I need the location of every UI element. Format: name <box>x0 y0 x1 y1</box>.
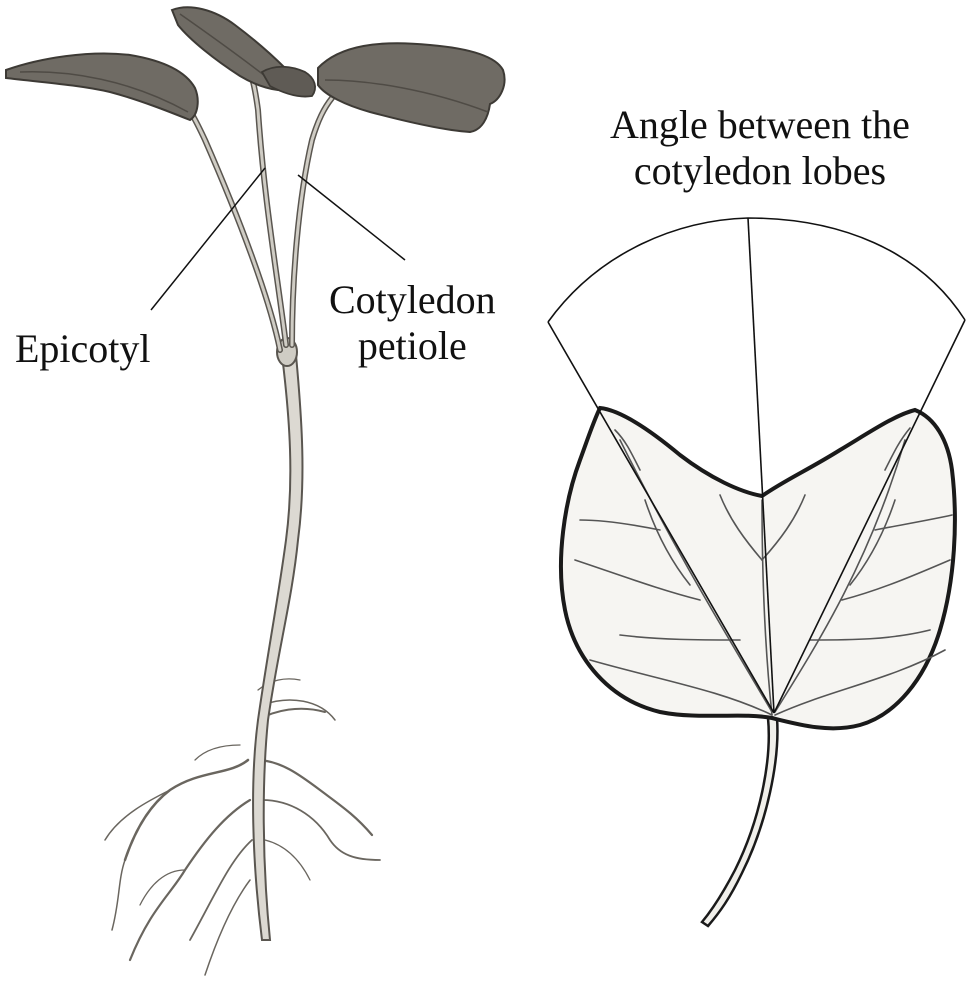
seedling-leaf-right <box>317 42 506 134</box>
angle-caption-line1: Angle between the <box>610 102 910 147</box>
root-system <box>104 678 381 976</box>
angle-ray-left <box>547 321 775 714</box>
seedling-drawing <box>5 6 506 976</box>
cotyledon-petiole <box>700 716 779 928</box>
epicotyl-leader <box>150 167 266 311</box>
cotyledon-blade <box>559 405 957 731</box>
angle-caption-line2: cotyledon lobes <box>633 148 887 193</box>
angle-bisector <box>747 217 775 714</box>
seedling-leaf-small <box>260 65 316 98</box>
epicotyl-label: Epicotyl <box>15 326 151 371</box>
hypocotyl-stem <box>252 354 304 941</box>
petiole-leader <box>297 174 406 261</box>
angle-lines <box>547 217 966 714</box>
cotyledon-petiole-label-line2: petiole <box>357 323 467 368</box>
cotyledon-drawing <box>547 217 966 928</box>
cotyledon-petiole-label: Cotyledon petiole <box>329 277 496 369</box>
stalks <box>185 75 335 353</box>
leader-lines <box>150 167 406 311</box>
angle-arc <box>547 217 966 323</box>
seedling-leaf-left <box>5 52 199 122</box>
cotyledon-petiole-label-line1: Cotyledon <box>329 277 496 322</box>
angle-ray-right <box>773 319 966 714</box>
angle-caption: Angle between the cotyledon lobes <box>560 102 960 194</box>
